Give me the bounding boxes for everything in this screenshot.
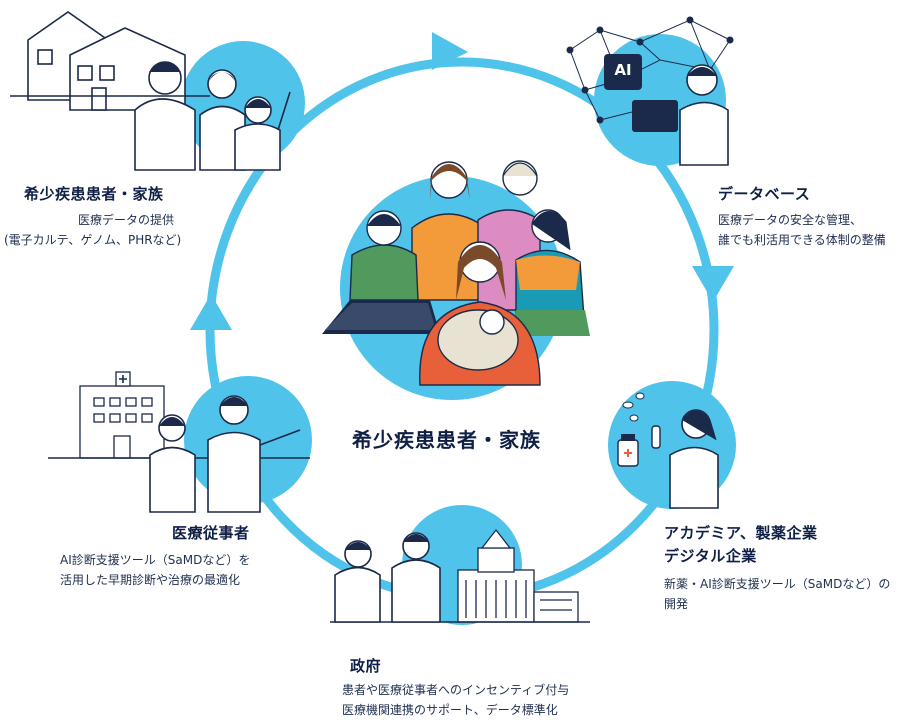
patients-title: 希少疾患患者・家族 (24, 185, 164, 203)
patients-desc-2: (電子カルテ、ゲノム、PHRなど) (4, 233, 182, 247)
medical-desc-2: 活用した早期診断や治療の最適化 (60, 573, 241, 587)
database-desc-2: 誰でも利活用できる体制の整備 (718, 233, 886, 247)
ai-badge (604, 54, 642, 90)
medical-desc-1: AI診断支援ツール（SaMDなど）を (60, 553, 251, 567)
hospital-icon (79, 385, 165, 459)
government-desc-1: 患者や医療従事者へのインセンティブ付与 (342, 683, 570, 697)
database-title: データベース (718, 185, 811, 203)
center-family-icon (322, 160, 590, 386)
patients-desc-1: 医療データの提供 (78, 213, 175, 227)
government-title: 政府 (350, 657, 382, 675)
academia-title-1: アカデミア、製薬企業 (664, 524, 818, 542)
academia-desc-2: 開発 (664, 597, 689, 611)
laptop-icon (632, 100, 678, 132)
family-figures-icon (134, 61, 291, 171)
parliament-icon (457, 528, 579, 623)
academia-desc-1: 新薬・AI診断支援ツール（SaMDなど）の (664, 577, 891, 591)
center-title: 希少疾患患者・家族 (352, 428, 541, 452)
database-desc-1: 医療データの安全な管理、 (718, 213, 863, 227)
arrow-right-icon (692, 266, 734, 302)
arrow-left-icon (190, 294, 232, 330)
ai-badge-label: AI (614, 61, 632, 79)
medicine-icon (617, 392, 645, 467)
arrow-top-icon (432, 32, 468, 70)
academia-title-2: デジタル企業 (664, 547, 757, 565)
medical-title: 医療従事者 (172, 524, 250, 542)
government-desc-2: 医療機関連携のサポート、データ標準化 (342, 703, 558, 717)
